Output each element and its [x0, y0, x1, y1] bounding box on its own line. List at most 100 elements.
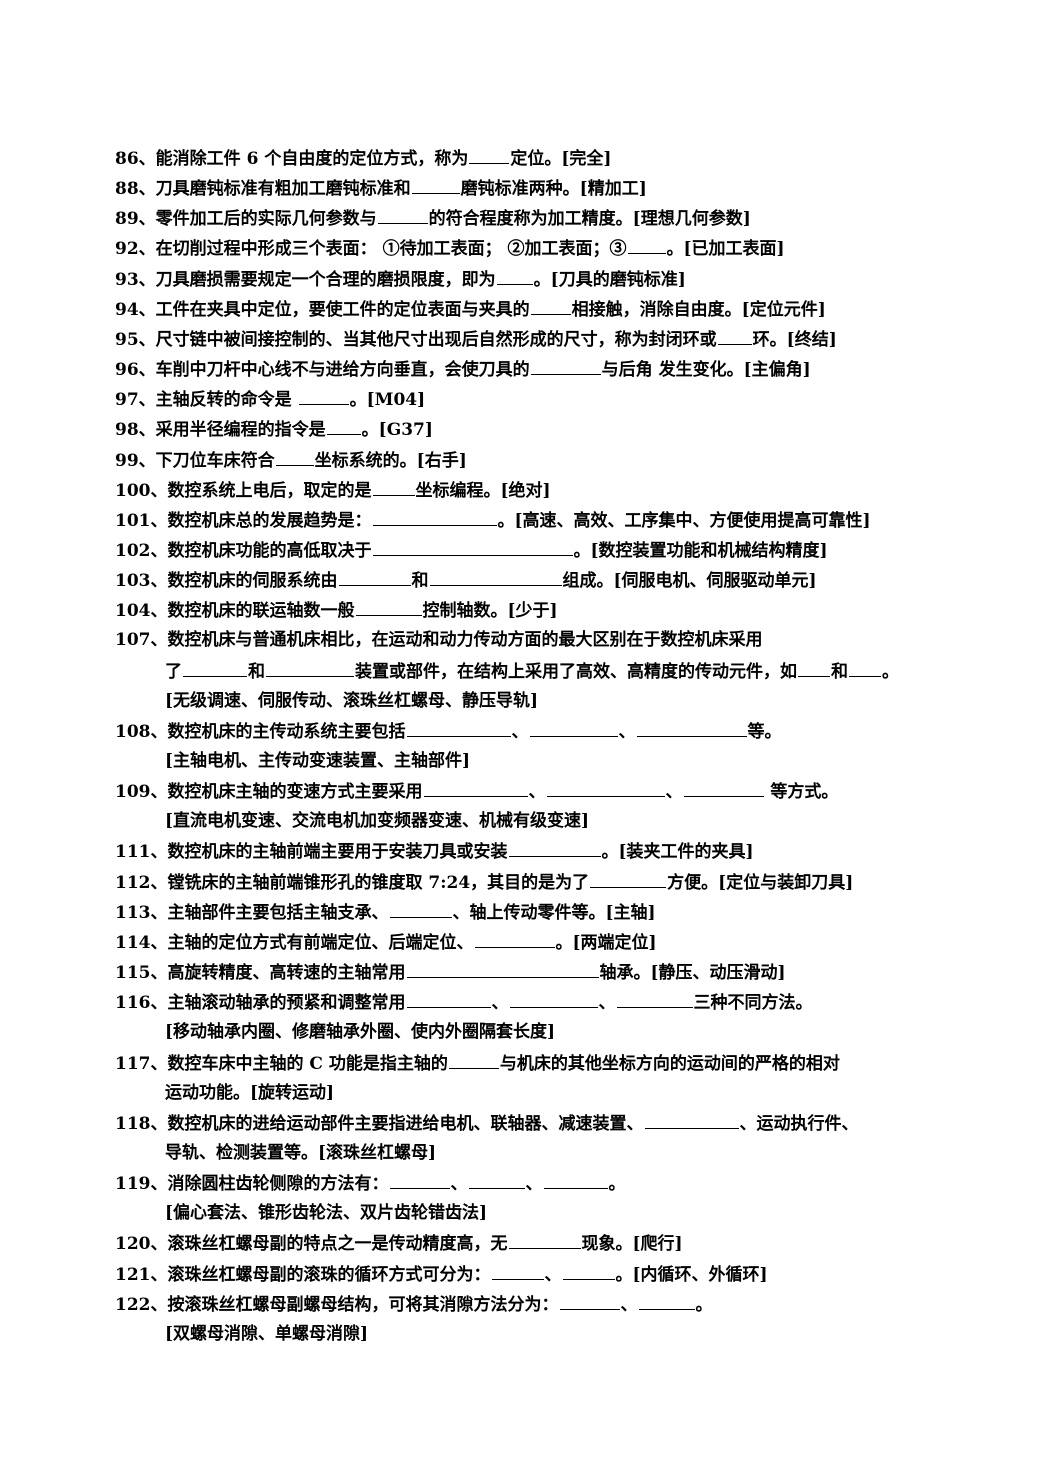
question-text: 坐标编程。[绝对] [415, 480, 551, 501]
question-text: 97、主轴反转的命令是 [115, 390, 298, 411]
question-text: 92、在切削过程中形成三个表面： ①待加工表面； ②加工表面；③ [115, 239, 627, 260]
question-text: 104、数控机床的联运轴数一般 [115, 601, 355, 622]
answer-blank [627, 237, 666, 255]
question-line: 92、在切削过程中形成三个表面： ①待加工表面； ②加工表面；③ 。[已加工表面] [115, 237, 1020, 260]
question-line: 113、主轴部件主要包括主轴支承、 、轴上传动零件等。[主轴] [115, 901, 1020, 924]
question-text: 和 [411, 571, 429, 592]
question-text: [直流电机变速、交流电机加变频器变速、机械有级变速] [165, 811, 590, 832]
answer-blank [411, 177, 460, 195]
question-text: [移动轴承内圈、修磨轴承外圈、使内外圈隔套长度] [165, 1022, 556, 1043]
question-continuation-line: [偏心套法、锥形齿轮法、双片齿轮错齿法] [165, 1202, 1044, 1224]
question-line: 121、滚珠丝杠螺母副的滚珠的循环方式可分为：、。[内循环、外循环] [115, 1263, 1020, 1286]
question-text: 、 [491, 993, 509, 1014]
question-text: 113、主轴部件主要包括主轴支承、 [115, 902, 389, 923]
answer-blank [638, 1293, 695, 1310]
answer-blank [683, 780, 764, 798]
question-text: 现象。[爬行] [581, 1234, 683, 1255]
answer-blank [372, 539, 573, 556]
question-text: 119、消除圆柱齿轮侧隙的方法有： [115, 1174, 389, 1195]
question-text: 、 [528, 782, 546, 803]
question-text: 102、数控机床功能的高低取决于 [115, 540, 372, 561]
question-text: 108、数控机床的主传动系统主要包括 [115, 721, 406, 742]
answer-blank [468, 1172, 525, 1190]
question-line: 97、主轴反转的命令是 。[M04] [115, 388, 1020, 411]
answer-blank [559, 1293, 620, 1310]
question-text: 控制轴数。[少于] [422, 601, 558, 622]
question-line: 98、采用半径编程的指令是 。[G37] [115, 418, 1020, 441]
question-text: 了 [165, 661, 182, 682]
question-line: 95、尺寸链中被间接控制的、当其他尺寸出现后自然形成的尺寸，称为封闭环或 环。[终… [115, 328, 1020, 351]
question-text: 。[G37] [361, 420, 433, 441]
question-text: 运动功能。[旋转运动] [165, 1082, 335, 1103]
question-line: 112、镗铣床的主轴前端锥形孔的锥度取 7:24，其目的是为了方便。[定位与装卸… [115, 871, 1020, 894]
answer-blank [798, 660, 830, 677]
question-line: 114、主轴的定位方式有前端定位、后端定位、。[两端定位] [115, 931, 1020, 954]
question-continuation-line: [直流电机变速、交流电机加变频器变速、机械有级变速] [165, 810, 1044, 832]
question-line: 116、主轴滚动轴承的预紧和调整常用、、三种不同方法。 [115, 991, 1020, 1014]
question-text: 96、车削中刀杆中心线不与进给方向垂直，会使刀具的 [115, 360, 530, 381]
question-text: 。[高速、高效、工序集中、方便使用提高可靠性] [497, 510, 871, 531]
question-text: 98、采用半径编程的指令是 [115, 420, 326, 441]
question-text: 114、主轴的定位方式有前端定位、后端定位、 [115, 932, 474, 953]
question-text: 等。 [747, 721, 782, 742]
question-text: 、 [450, 1174, 468, 1195]
answer-blank [406, 991, 491, 1009]
question-line: 115、高旋转精度、高转速的主轴常用轴承。[静压、动压滑动] [115, 961, 1020, 984]
question-text: 。 [695, 1294, 713, 1315]
answer-blank [372, 479, 415, 496]
answer-blank [644, 1112, 739, 1129]
question-line: 102、数控机床功能的高低取决于。[数控装置功能和机械结构精度] [115, 539, 1020, 562]
question-text: 的符合程度称为加工精度。[理想几何参数] [428, 209, 751, 230]
question-text: 与后角 发生变化。[主偏角] [601, 360, 811, 381]
answer-blank [183, 660, 247, 677]
answer-blank [562, 1263, 615, 1280]
question-text: 89、零件加工后的实际几何参数与 [115, 209, 377, 230]
answer-blank [543, 1172, 608, 1190]
question-text: 117、数控车床中主轴的 C 功能是指主轴的 [115, 1053, 448, 1074]
answer-blank [546, 780, 665, 798]
question-line: 100、数控系统上电后，取定的是 坐标编程。[绝对] [115, 479, 1020, 502]
question-line: 109、数控机床主轴的变速方式主要采用、、 等方式。 [115, 780, 1020, 803]
question-text: 磨钝标准两种。[精加工] [460, 179, 647, 200]
answer-blank [509, 991, 598, 1009]
question-text: 轴承。[静压、动压滑动] [599, 963, 786, 984]
answer-blank [508, 1232, 581, 1250]
answer-blank [529, 720, 618, 737]
question-text: 103、数控机床的伺服系统由 [115, 571, 338, 592]
answer-blank [849, 660, 881, 677]
question-text: 101、数控机床总的发展趋势是： [115, 510, 372, 531]
question-text: 95、尺寸链中被间接控制的、当其他尺寸出现后自然形成的尺寸，称为封闭环或 [115, 329, 717, 350]
question-line: 122、按滚珠丝杠螺母副螺母结构，可将其消隙方法分为：、。 [115, 1293, 1020, 1316]
question-text: 和 [831, 661, 848, 682]
question-text: 107、数控机床与普通机床相比，在运动和动力传动方面的最大区别在于数控机床采用 [115, 630, 763, 651]
question-text: 。[装夹工件的夹具] [601, 842, 754, 863]
answer-blank [389, 901, 452, 918]
question-text: 120、滚珠丝杠螺母副的特点之一是传动精度高，无 [115, 1234, 508, 1255]
page-number: 4 [518, 1055, 526, 1070]
question-text: 112、镗铣床的主轴前端锥形孔的锥度取 7:24，其目的是为了 [115, 872, 590, 893]
question-text: 环。[终结] [752, 329, 837, 350]
answer-blank [491, 1263, 544, 1280]
question-text: 、轴上传动零件等。[主轴] [452, 902, 656, 923]
answer-blank [496, 268, 533, 285]
question-line: 86、能消除工件 6 个自由度的定位方式，称为定位。[完全] [115, 147, 1020, 170]
question-text: 100、数控系统上电后，取定的是 [115, 480, 372, 501]
question-text: 、 [620, 1294, 638, 1315]
question-continuation-line: [移动轴承内圈、修磨轴承外圈、使内外圈隔套长度] [165, 1021, 1044, 1043]
question-text: 、 [618, 721, 636, 742]
question-text: 、 [544, 1264, 562, 1285]
answer-blank [530, 358, 601, 376]
answer-blank [298, 388, 349, 406]
question-line: 119、消除圆柱齿轮侧隙的方法有：、、。 [115, 1172, 1020, 1195]
question-text: 坐标系统的。[右手] [314, 450, 467, 471]
question-text: 、 [598, 993, 616, 1014]
question-line: 89、零件加工后的实际几何参数与 的符合程度称为加工精度。[理想几何参数] [115, 207, 1020, 230]
answer-blank [590, 871, 667, 888]
question-text: 定位。[完全] [510, 149, 612, 169]
question-line: 88、刀具磨钝标准有粗加工磨钝标准和磨钝标准两种。[精加工] [115, 177, 1020, 200]
answer-blank [406, 720, 511, 737]
answer-blank [717, 328, 752, 345]
question-text: 相接触，消除自由度。[定位元件] [571, 299, 826, 320]
answer-blank [266, 660, 354, 677]
question-text: 。[已加工表面] [666, 239, 785, 260]
